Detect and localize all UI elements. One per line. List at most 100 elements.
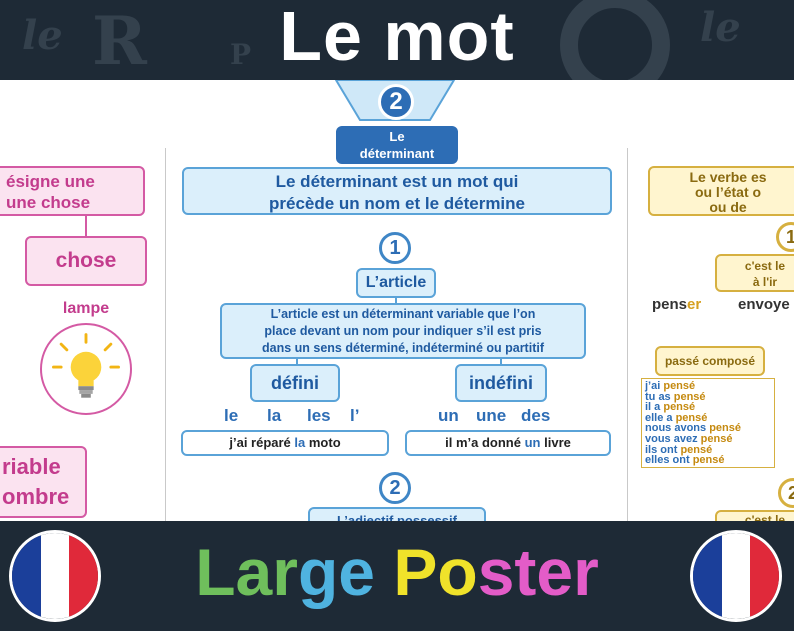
conjugation-participle: pensé [680,443,713,456]
conjugation-subject: elles ont [645,454,693,467]
connector-line [85,216,87,236]
conjugation-participle: pensé [663,380,696,392]
conjugation-participle: pensé [700,432,733,445]
conjugation-subject: vous avez [645,432,701,445]
large-poster-text: Large Poster [0,534,794,610]
conjugation-participle: pensé [692,454,725,467]
page-title: Le mot [279,0,515,75]
defini-box: défini [250,364,340,402]
example-text: moto [305,435,341,450]
lampe-label: lampe [62,300,110,317]
right-definition-line: ou l’état o [694,184,762,200]
poster-letter: r [573,535,599,609]
definition-line: précède un nom et le détermine [268,194,525,213]
article-word: un [438,406,459,425]
definition-box: Le déterminant est un mot qui précède un… [182,167,612,215]
conjugation-subject: il a [645,401,664,414]
example-sentence: il m’a donné un livre [405,430,611,456]
conjugation-participle: pensé [709,422,741,435]
article-word: la [267,406,282,425]
right-inner-line: c'est le [744,259,786,273]
conjugation-line: elles ont pensé [645,455,774,466]
poster-letter: a [235,535,273,609]
conjugation-line: vous avez pensé [645,432,774,445]
section-label: Le déterminant [336,126,458,164]
poster-letter: L [195,535,236,609]
footer-banner [0,521,794,631]
conjugation-line: nous avons pensé [645,423,774,434]
conjugation-line: tu as pensé [645,390,774,403]
indefini-box: indéfini [455,364,547,402]
left-definition-box: ésigne une une chose [0,166,145,216]
left-variable-line: riable [2,454,61,479]
column-divider [627,148,628,521]
article-number: 1 [379,232,411,264]
section-label-line: déterminant [359,146,435,161]
example-highlight: la [294,435,306,450]
conjugation-participle: pensé [673,390,706,403]
example-text: livre [540,435,571,450]
header-deco-letter: R [92,2,147,80]
poster-letter: t [514,535,537,609]
example-text: il m’a donné [445,435,525,450]
conjugation-participle: pensé [675,411,708,424]
example-highlight: un [524,435,541,450]
poster-letter: P [393,535,438,609]
verb-example: penser [652,296,701,313]
definition-line: Le déterminant est un mot qui [275,172,519,191]
header-banner: le R P le Le mot [0,0,794,80]
conjugation-subject: nous avons [645,422,710,435]
conjugation-line: j’ai pensé [645,381,774,392]
header-deco-letter: le [22,12,63,59]
conjugation-subject: j’ai [645,380,664,392]
article-word: une [476,406,507,425]
left-variable-box: riable ombre [0,446,87,518]
connector-line [500,359,502,365]
section-label-line: Le [389,129,405,144]
article-definition-line: dans un sens déterminé, indéterminé ou p… [262,341,544,355]
passe-compose-label: passé composé [655,346,765,376]
section-number: 2 [378,84,414,120]
chose-box: chose [25,236,147,286]
article-word: les [307,406,331,425]
right-definition-line: ou de [709,199,747,215]
example-sentence: j’ai réparé la moto [181,430,389,456]
article-label: L’article [356,268,436,298]
next-section-number: 2 [379,472,411,504]
right-number-2: 2 [778,478,794,508]
conjugation-line: elle a pensé [645,411,774,424]
poster-letter [375,535,393,609]
article-definition: L’article est un déterminant variable qu… [220,303,586,359]
article-word: des [521,406,551,425]
lightbulb-icon [40,323,132,415]
connector-line [395,298,397,304]
right-number: 1 [776,222,794,252]
left-definition-line: une chose [6,193,91,212]
right-definition-line: Le verbe es [689,169,767,185]
article-word: le [224,406,239,425]
verb-stem: pens [652,296,688,313]
conjugation-line: il a pensé [645,402,774,413]
conjugation-participle: pensé [663,401,696,414]
left-variable-line: ombre [2,484,70,509]
poster-letter: e [536,535,574,609]
left-definition-line: ésigne une [6,172,95,191]
verb-ending: er [687,296,702,313]
article-word: l’ [350,406,360,425]
poster-letter: s [477,535,515,609]
conjugation-subject: ils ont [645,443,681,456]
header-deco-letter: le [700,4,741,51]
right-inner-box: c'est le à l'ir [715,254,794,292]
example-text: j’ai réparé [229,435,295,450]
right-inner-line: à l'ir [752,275,778,289]
right-definition-box: Le verbe es ou l’état o ou de [648,166,794,216]
column-divider [165,148,166,521]
conjugation-subject: tu as [645,390,674,403]
connector-line [296,359,298,365]
article-definition-line: L’article est un déterminant variable qu… [270,307,536,321]
conjugation-line: ils ont pensé [645,443,774,456]
poster-letter: r [272,535,298,609]
poster-letter: o [437,535,478,609]
conjugation-subject: elle a [645,411,676,424]
